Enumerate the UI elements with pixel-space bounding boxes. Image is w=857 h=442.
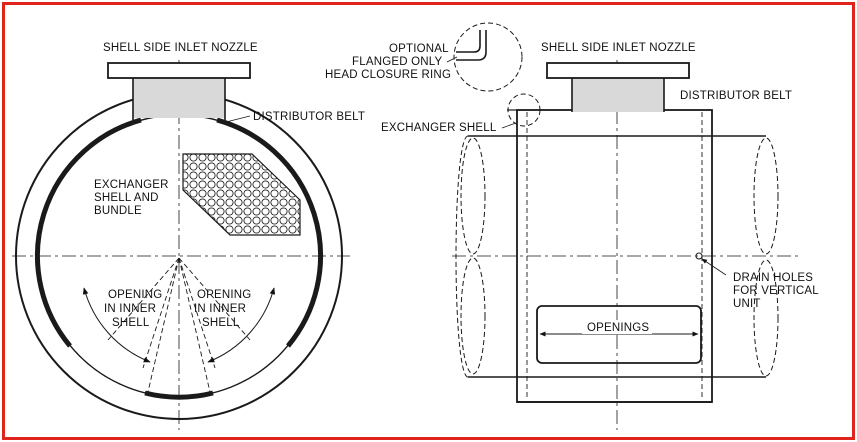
inlet-nozzle-neck	[133, 78, 225, 118]
shell-right-end-lower	[753, 259, 779, 377]
shell-left-section	[460, 137, 486, 255]
right-nozzle-label: SHELL SIDE INLET NOZZLE	[541, 42, 696, 54]
inner-shell-wall-right	[216, 117, 324, 348]
drain-label: DRAIN HOLES FOR VERTICAL UNIT	[733, 272, 822, 310]
right-nozzle-flange	[546, 62, 690, 79]
right-side-view	[452, 22, 800, 430]
opening-arc-right	[207, 287, 276, 363]
opening-ray-5	[147, 257, 180, 393]
inner-shell-wall-left	[34, 117, 142, 348]
inlet-nozzle-flange	[107, 62, 251, 79]
flange-label: OPTIONAL FLANGED ONLY HEAD CLOSURE RING	[325, 43, 452, 81]
flange-detail-profile	[456, 30, 487, 61]
bundle-label: EXCHANGER SHELL AND BUNDLE	[94, 179, 172, 217]
right-belt-label: DISTRIBUTOR BELT	[680, 90, 792, 102]
left-end-view	[12, 60, 350, 430]
opening-left-label: OPENING IN INNER SHELL	[104, 289, 166, 329]
exchanger-shell-label: EXCHANGER SHELL	[381, 122, 497, 134]
left-nozzle-label: SHELL SIDE INLET NOZZLE	[103, 42, 258, 54]
opening-arc-left	[82, 287, 151, 363]
shell-left-section-lower	[460, 257, 486, 375]
shell-right-end-upper	[753, 137, 779, 255]
tube-bundle	[182, 153, 301, 236]
left-belt-label: DISTRIBUTOR BELT	[253, 111, 365, 123]
drain-hole	[695, 252, 703, 260]
openings-label: OPENINGS	[587, 322, 649, 334]
right-nozzle-neck	[572, 78, 664, 112]
opening-right-label: OPENING IN INNER SHELL	[194, 289, 255, 329]
opening-ray-6	[178, 257, 211, 393]
detail-circle-large	[453, 22, 523, 92]
shell-left-end	[455, 135, 469, 378]
openings-slot	[536, 305, 702, 364]
